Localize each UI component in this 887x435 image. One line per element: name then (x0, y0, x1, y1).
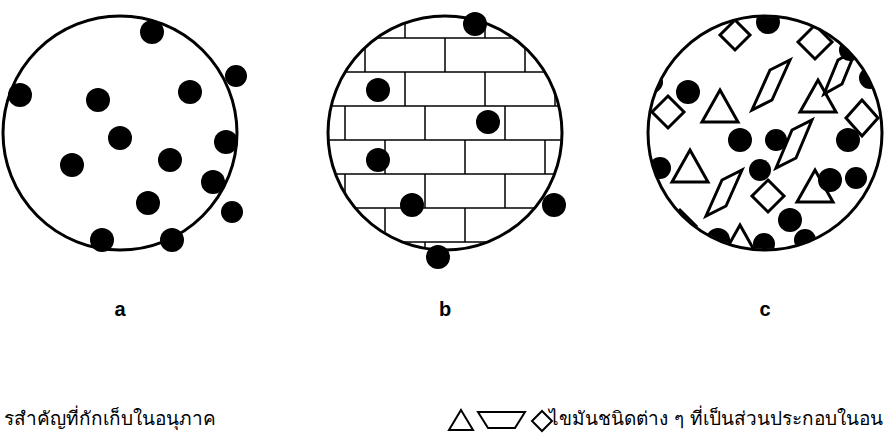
dispersed-particles (3, 16, 247, 252)
mixed-particles (641, 10, 882, 257)
note-text: ไขมันชนิดต่าง ๆ ที่เป็นส่วนประกอบในอน (549, 407, 883, 430)
panel-letter: c (759, 297, 770, 321)
panel-letter: a (114, 297, 125, 321)
note-text: รสำคัญที่กักเก็บในอนุภาค (4, 407, 216, 430)
panel-letter: b (439, 297, 451, 321)
fat-shape-symbols (449, 410, 552, 431)
brick-matrix-particles (320, 4, 570, 270)
